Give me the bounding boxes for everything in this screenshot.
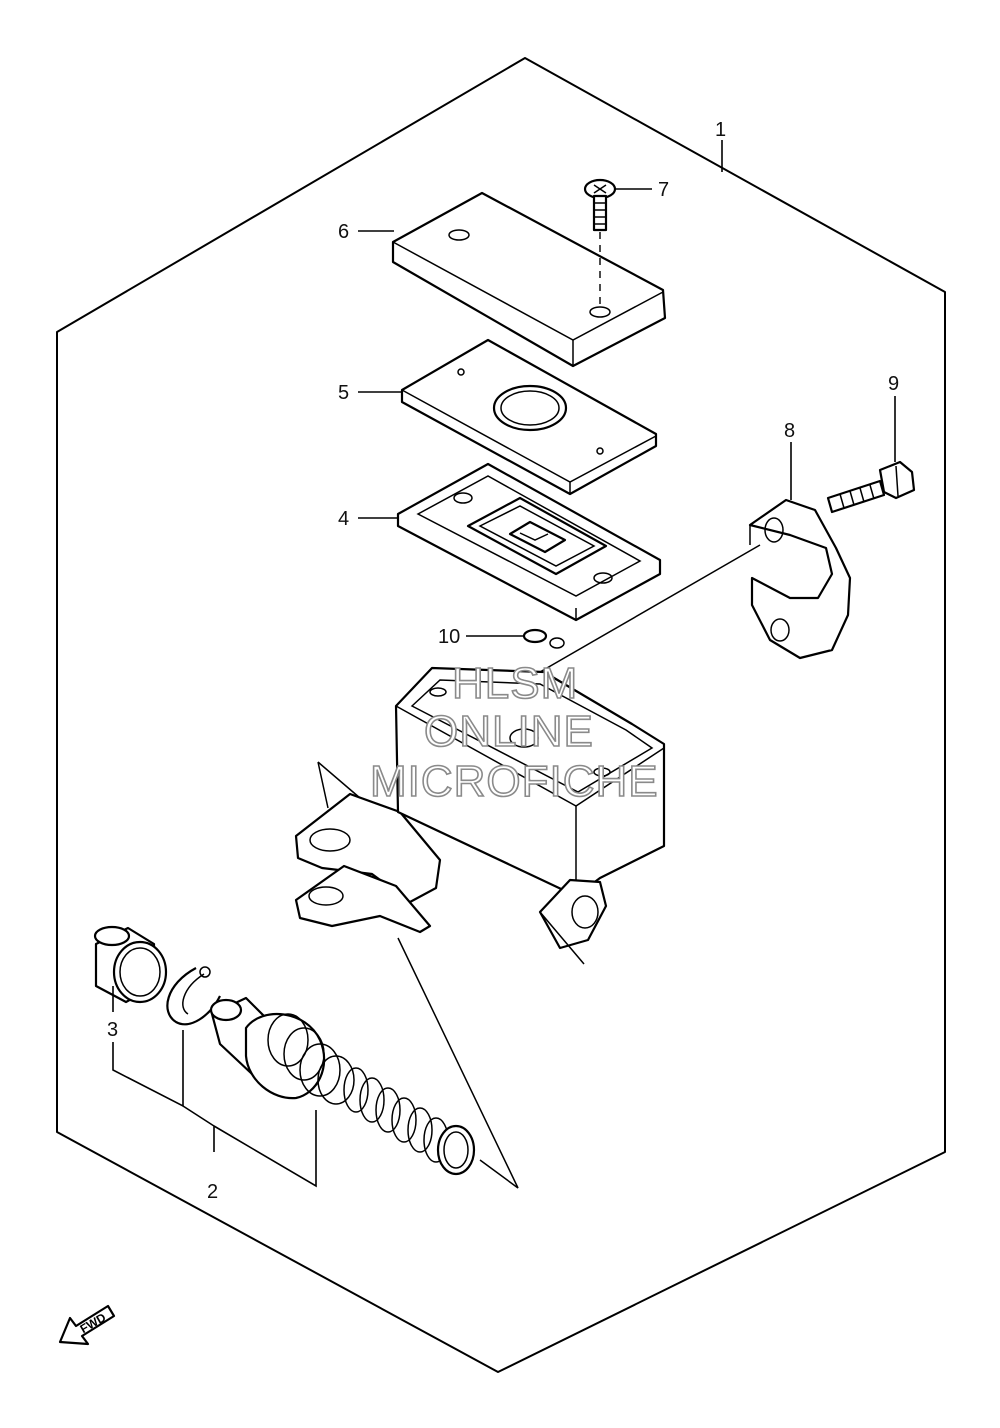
bolt <box>826 460 916 514</box>
bolt-axis <box>539 544 761 673</box>
leader-piston <box>213 1110 317 1188</box>
callout-2: 2 <box>207 1181 218 1203</box>
callout-8: 8 <box>784 420 795 442</box>
callout-9: 9 <box>888 373 899 395</box>
watermark-line-3: MICROFICHE <box>370 757 659 806</box>
callout-4: 4 <box>338 508 349 530</box>
leader-2-bracket <box>182 1105 215 1152</box>
callout-1: 1 <box>715 119 726 141</box>
leader-3-bracket <box>112 1030 184 1108</box>
fwd-arrow-icon: FWD <box>58 1304 116 1346</box>
watermark-line-1: HLSM <box>452 659 578 708</box>
diaphragm <box>396 462 662 622</box>
diaphragm-plate <box>400 338 658 496</box>
alignment-guide <box>317 761 519 1189</box>
callout-6: 6 <box>338 221 349 243</box>
boot <box>93 925 168 1004</box>
master-cylinder-body <box>294 666 666 965</box>
clip <box>522 628 565 649</box>
callout-7: 7 <box>658 179 669 201</box>
callout-10: 10 <box>438 626 460 648</box>
screw <box>583 178 617 232</box>
assembly-outline <box>56 57 946 1373</box>
piston <box>209 996 355 1105</box>
spring <box>343 1067 476 1176</box>
circlip <box>166 966 221 1026</box>
callout-5: 5 <box>338 382 349 404</box>
clamp-holder <box>748 498 852 660</box>
watermark-line-2: ONLINE <box>424 707 594 756</box>
reservoir-cap <box>391 191 667 368</box>
callout-3: 3 <box>107 1019 118 1041</box>
